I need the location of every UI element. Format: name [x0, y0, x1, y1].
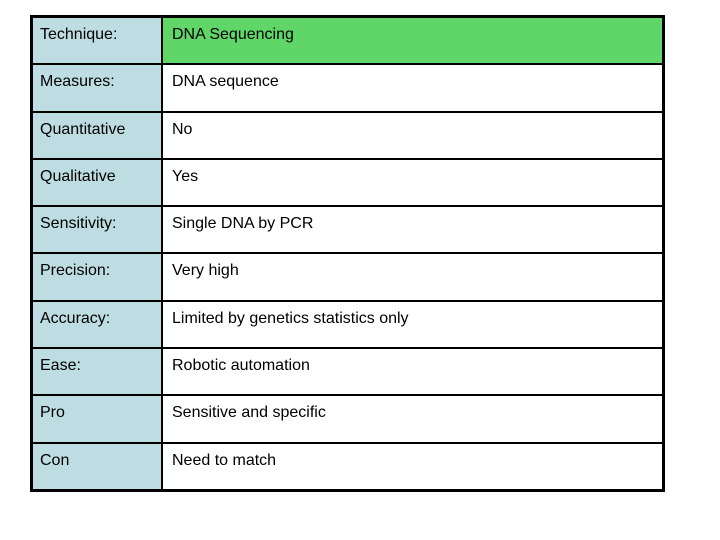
row-value: Need to match: [172, 451, 277, 469]
row-label: Qualitative: [40, 167, 116, 185]
table-row-sensitivity: Sensitivity: Single DNA by PCR: [33, 207, 662, 255]
row-value-cell: Sensitive and specific: [163, 396, 662, 442]
row-label-cell: Con: [33, 443, 163, 489]
row-label-cell: Quantitative: [33, 112, 163, 158]
row-label-cell: Technique:: [33, 18, 163, 64]
table-row-precision: Precision: Very high: [33, 254, 662, 302]
row-value-cell: Single DNA by PCR: [163, 207, 662, 253]
row-value: No: [172, 120, 193, 138]
row-value: Limited by genetics statistics only: [172, 309, 409, 327]
technique-comparison-table: Technique: DNA Sequencing Measures: DNA …: [30, 15, 665, 492]
row-value-cell: Robotic automation: [163, 349, 662, 395]
row-label-cell: Qualitative: [33, 159, 163, 206]
row-label-cell: Measures:: [33, 65, 163, 111]
row-value-cell: No: [163, 112, 662, 158]
table-row-ease: Ease: Robotic automation: [33, 349, 662, 397]
row-value: DNA Sequencing: [172, 26, 294, 43]
row-label: Quantitative: [40, 120, 126, 138]
row-value: Sensitive and specific: [172, 404, 326, 422]
row-value: Yes: [172, 167, 199, 185]
row-label: Sensitivity:: [40, 215, 117, 233]
row-label-cell: Precision:: [33, 254, 163, 300]
table-row-technique: Technique: DNA Sequencing: [33, 18, 662, 66]
table-row-quantitative: Quantitative No: [33, 112, 662, 160]
row-value-cell-highlighted: DNA Sequencing: [163, 18, 662, 64]
row-value: Single DNA by PCR: [172, 215, 314, 233]
table-row-measures: Measures: DNA sequence: [33, 65, 662, 113]
row-value-cell: Yes: [163, 159, 662, 206]
row-value: DNA sequence: [172, 73, 279, 91]
row-value-cell: Need to match: [163, 443, 662, 489]
row-value-cell: Limited by genetics statistics only: [163, 301, 662, 348]
row-label: Precision:: [40, 262, 111, 280]
row-label-cell: Sensitivity:: [33, 207, 163, 253]
table-row-pro: Pro Sensitive and specific: [33, 396, 662, 444]
row-label: Pro: [40, 404, 65, 422]
row-value-cell: DNA sequence: [163, 65, 662, 111]
table-row-qualitative: Qualitative Yes: [33, 159, 662, 208]
row-value: Very high: [172, 262, 239, 280]
row-value: Robotic automation: [172, 357, 310, 375]
row-value-cell: Very high: [163, 254, 662, 300]
row-label: Technique:: [40, 26, 118, 43]
row-label-cell: Ease:: [33, 349, 163, 395]
table-row-accuracy: Accuracy: Limited by genetics statistics…: [33, 301, 662, 350]
row-label-cell: Pro: [33, 396, 163, 442]
table-row-con: Con Need to match: [33, 443, 662, 489]
row-label: Ease:: [40, 357, 81, 375]
row-label: Measures:: [40, 73, 115, 91]
row-label-cell: Accuracy:: [33, 301, 163, 348]
row-label: Con: [40, 451, 70, 469]
row-label: Accuracy:: [40, 309, 111, 327]
